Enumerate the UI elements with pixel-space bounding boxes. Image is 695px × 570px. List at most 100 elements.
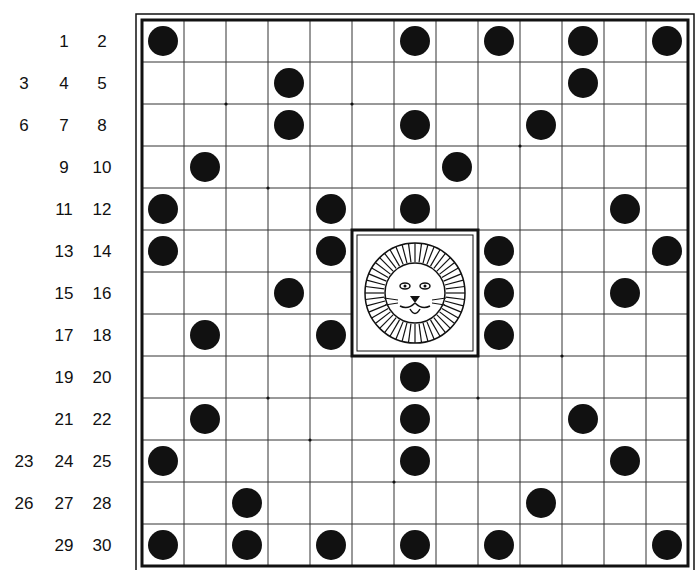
board-dot [484,26,514,56]
board-dot [316,320,346,350]
row-number: 20 [93,369,112,386]
row-number: 4 [59,75,68,92]
lion-mane-ray [431,250,441,266]
grid-line [142,104,688,105]
board-dot [400,530,430,560]
lion-mane-ray [419,243,421,262]
lion-mane-ray [385,253,397,268]
board-dots [148,26,682,560]
lion-mane-ray [408,243,410,262]
lion-mane-ray [446,286,465,288]
board-dot [400,110,430,140]
lion-pupil [424,285,427,288]
board-dot [652,26,682,56]
board-dot [148,194,178,224]
row-number: 2 [97,33,106,50]
board-dot [484,320,514,350]
row-number: 30 [93,537,112,554]
board-dot [484,236,514,266]
row-number: 21 [55,411,74,428]
lion-mane-ray [446,292,465,293]
board-dot [400,26,430,56]
lion-face [385,263,445,323]
row-number: 5 [97,75,106,92]
lion-mane-ray [444,274,462,281]
lion-mane-ray [402,323,407,341]
lion-mane-ray [365,297,384,299]
row-number: 3 [19,75,28,92]
lion-mane-ray [427,322,434,340]
lion-mane-ray [380,258,393,271]
grid-line [184,20,185,566]
row-number: 16 [93,285,112,302]
lion-mane-ray [375,263,390,275]
row-number: 8 [97,117,106,134]
board-dot [568,26,598,56]
lion-medallion [352,230,478,356]
lion-square-inner [357,235,473,351]
lion-mane-ray [367,280,385,285]
board-dot [148,530,178,560]
grid-line [142,482,688,483]
board-point [224,102,227,105]
board-dot [316,194,346,224]
board-border [142,20,688,566]
grid-line [142,398,688,399]
board-dot [148,446,178,476]
row-number: 22 [93,411,112,428]
lion-square [352,230,478,356]
lion-mane-ray [408,324,410,343]
board-dot [232,488,262,518]
lion-nose [410,296,420,303]
lion-eye [420,283,430,289]
lion-mane-ray [423,323,428,341]
board-dot [442,152,472,182]
lion-mane-ray [402,245,407,263]
lion-mane-ray [445,280,463,285]
board-point [518,144,521,147]
lion-mane-ray [423,245,428,263]
lion-mane-ray [434,253,446,268]
lion-whiskers [384,298,446,305]
board-dot [316,530,346,560]
row-number: 9 [59,159,68,176]
lion-mane-ray [446,297,465,299]
board-dot [568,404,598,434]
board-dot [232,530,262,560]
board-point [266,186,269,189]
row-number: 19 [55,369,74,386]
lion-mane-ray [419,324,421,343]
board-dot [526,110,556,140]
lion-eye [400,283,410,289]
board-dot [316,236,346,266]
board-dot [526,488,556,518]
row-number: 27 [55,495,74,512]
row-number: 12 [93,201,112,218]
row-number: 13 [55,243,74,260]
lion-mane-ray [369,305,387,312]
lion-mane-ray [365,292,384,293]
lion-mane-ray [437,258,450,271]
row-number: 28 [93,495,112,512]
grid-line [142,440,688,441]
row-number: 15 [55,285,74,302]
board-dot [190,404,220,434]
board-dot [274,110,304,140]
lion-mane-ray [414,243,415,262]
grid-line [142,524,688,525]
board-dot [484,530,514,560]
board-point [392,480,395,483]
lion-tongue [410,309,420,314]
board-dot [484,278,514,308]
grid-line [226,20,227,566]
row-number: 10 [93,159,112,176]
lion-mouth [400,303,430,307]
board-point [266,396,269,399]
lion-mane-ray [440,263,455,275]
grid-line [268,20,269,566]
board-dot [190,320,220,350]
board-point [560,354,563,357]
row-number: 6 [19,117,28,134]
grid-line [646,20,647,566]
